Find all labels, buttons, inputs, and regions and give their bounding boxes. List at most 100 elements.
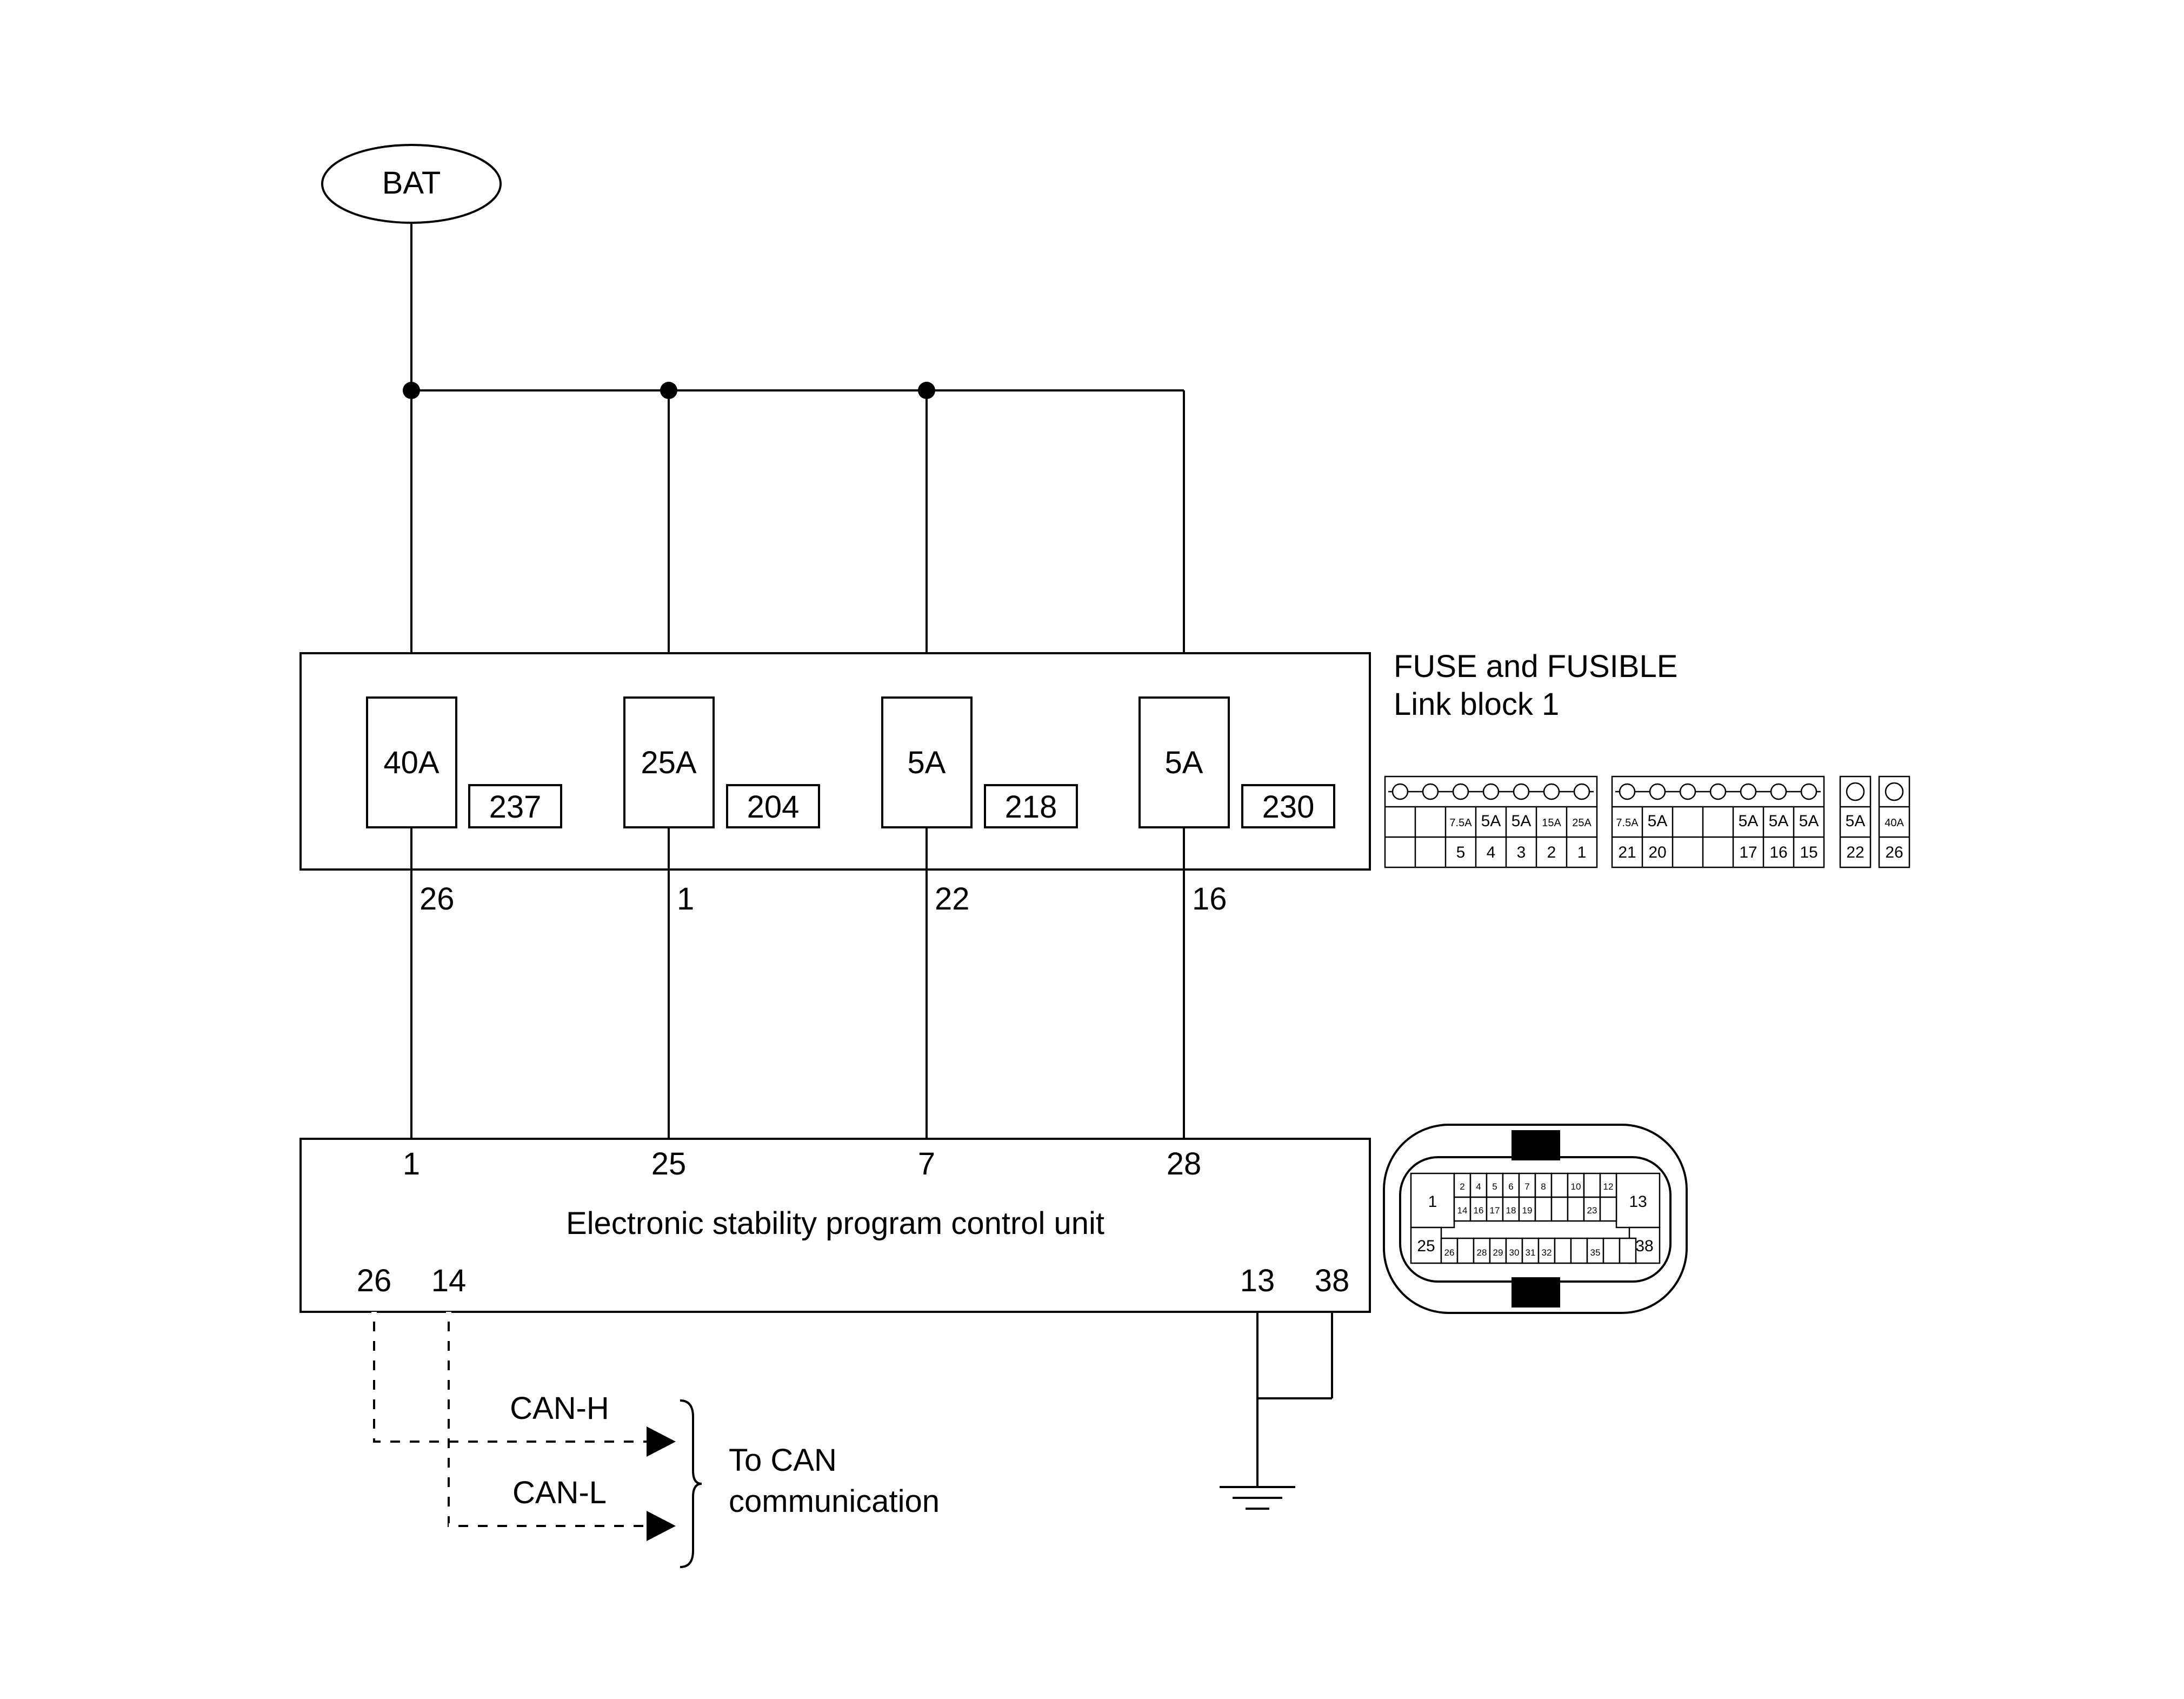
- connector-pin-number: 22: [1846, 844, 1864, 861]
- fuse-id: 218: [1005, 789, 1057, 825]
- connector-pin-number: 35: [1590, 1247, 1601, 1258]
- connector-pin-number: 23: [1587, 1205, 1597, 1216]
- connector-pin-number: 13: [1629, 1193, 1647, 1211]
- connector-pin-number: 17: [1739, 844, 1757, 861]
- connector-pin-number: 8: [1541, 1182, 1546, 1192]
- connector-pin-number: 16: [1474, 1205, 1484, 1216]
- ground-circuit: [1220, 1312, 1333, 1510]
- can-bus: CAN-H CAN-L To CAN communication: [371, 1312, 940, 1568]
- fuse-block-connector-face: 7.5A55A45A315A225A17.5A215A205A175A165A1…: [1384, 775, 1910, 868]
- connector-pin-number: 19: [1522, 1205, 1533, 1216]
- fuse-out-pin: 22: [935, 881, 970, 917]
- fuse-25a: [623, 696, 715, 828]
- fuse-rating: 40A: [383, 745, 440, 780]
- connector-pin-number: 16: [1769, 844, 1787, 861]
- terminal-circle: [1649, 783, 1666, 800]
- fuse-block: FUSE and FUSIBLE Link block 1 40A 237 25…: [299, 649, 1677, 917]
- connector-fuse-rating: 5A: [1846, 812, 1866, 830]
- terminal-circle: [1800, 783, 1817, 800]
- ecu-connector-lock-top: [1512, 1130, 1560, 1160]
- fuse-block-subtitle: Link block 1: [1394, 687, 1559, 722]
- connector-fuse-rating: 5A: [1648, 812, 1668, 830]
- ground-symbol: [1220, 1486, 1295, 1510]
- can-high-label: CAN-H: [510, 1391, 609, 1426]
- terminal-circle: [1885, 782, 1904, 801]
- terminal-circle: [1452, 783, 1469, 800]
- connector-pin-number: 14: [1457, 1205, 1468, 1216]
- arrow-icon: [647, 1426, 676, 1457]
- connector-fuse-rating: 25A: [1572, 817, 1592, 829]
- fuse-id: 204: [747, 789, 800, 825]
- terminal-circle: [1422, 783, 1439, 800]
- connector-pin-number: 26: [1444, 1247, 1455, 1258]
- ecu-pin: 1: [403, 1146, 420, 1182]
- connector-pin-number: 12: [1603, 1182, 1614, 1192]
- connector-pin-number: 15: [1800, 844, 1817, 861]
- connector-pin-number: 38: [1635, 1237, 1653, 1255]
- connector-fuse-rating: 5A: [1769, 812, 1789, 830]
- ecu-connector-lock-bottom: [1512, 1277, 1560, 1308]
- fuse-rating: 5A: [1165, 745, 1203, 780]
- fuse-id: 237: [489, 789, 542, 825]
- ecu-ground-pin: 13: [1240, 1263, 1275, 1298]
- connector-pin-number: 26: [1885, 844, 1903, 861]
- connector-pin-number: 30: [1509, 1247, 1520, 1258]
- terminal-circle: [1619, 783, 1636, 800]
- connector-pin-number: 5: [1456, 844, 1466, 861]
- connector-pin-number: 7: [1524, 1182, 1529, 1192]
- connector-pin-number: 4: [1487, 844, 1496, 861]
- battery-label: BAT: [382, 165, 441, 201]
- fuse-rating: 5A: [908, 745, 946, 780]
- ecu-can-pin: 14: [431, 1263, 467, 1298]
- connector-fuse-rating: 15A: [1542, 817, 1561, 829]
- fuse-out-pin: 16: [1192, 881, 1227, 917]
- connector-pin-number: 1: [1428, 1193, 1437, 1211]
- connector-pin-number: 5: [1492, 1182, 1497, 1192]
- connector-fuse-rating: 5A: [1739, 812, 1759, 830]
- fuse-id: 230: [1262, 789, 1315, 825]
- terminal-circle: [1846, 782, 1865, 801]
- terminal-circle: [1740, 783, 1757, 800]
- ecu-label: Electronic stability program control uni…: [566, 1206, 1104, 1241]
- connector-pin-number: 29: [1493, 1247, 1503, 1258]
- terminal-circle: [1679, 783, 1696, 800]
- can-destination-line2: communication: [729, 1484, 940, 1519]
- fuse-id-box: [726, 784, 820, 828]
- can-low-label: CAN-L: [512, 1475, 607, 1510]
- ecu-pin: 28: [1167, 1146, 1202, 1182]
- arrow-icon: [647, 1511, 676, 1541]
- connector-fuse-rating: 5A: [1799, 812, 1819, 830]
- terminal-circle: [1391, 783, 1409, 800]
- fuse-40a: [366, 696, 457, 828]
- connector-pin-number: 1: [1577, 844, 1587, 861]
- connector-pin-number: 10: [1571, 1182, 1581, 1192]
- connector-pin-number: 3: [1517, 844, 1526, 861]
- can-destination-line1: To CAN: [729, 1443, 837, 1478]
- connector-pin-number: 6: [1508, 1182, 1513, 1192]
- fuse-out-pin: 26: [420, 881, 455, 917]
- brace-icon: [680, 1399, 702, 1568]
- terminal-circle: [1770, 783, 1787, 800]
- ecu-pin: 7: [918, 1146, 935, 1182]
- fuse-block-title: FUSE and FUSIBLE: [1394, 649, 1677, 684]
- ecu-outline: [299, 1138, 1371, 1313]
- connector-fuse-rating: 7.5A: [1616, 817, 1639, 829]
- ecu-ground-pin: 38: [1315, 1263, 1350, 1298]
- connector-pin-number: 17: [1490, 1205, 1500, 1216]
- connector-pin-number: 4: [1476, 1182, 1481, 1192]
- connector-pin-number: 32: [1542, 1247, 1552, 1258]
- fuse-rating: 25A: [641, 745, 697, 780]
- connector-pin-number: 28: [1477, 1247, 1487, 1258]
- ecu-block: 1 25 7 28 Electronic stability program c…: [299, 1138, 1371, 1313]
- ecu-pin: 25: [651, 1146, 687, 1182]
- ecu-can-pin: 26: [357, 1263, 392, 1298]
- connector-pin-number: 20: [1648, 844, 1666, 861]
- terminal-circle: [1543, 783, 1560, 800]
- fuse-5a: [881, 696, 973, 828]
- connector-fuse-rating: 7.5A: [1449, 817, 1472, 829]
- battery-node: BAT: [321, 144, 502, 224]
- terminal-circle: [1709, 783, 1727, 800]
